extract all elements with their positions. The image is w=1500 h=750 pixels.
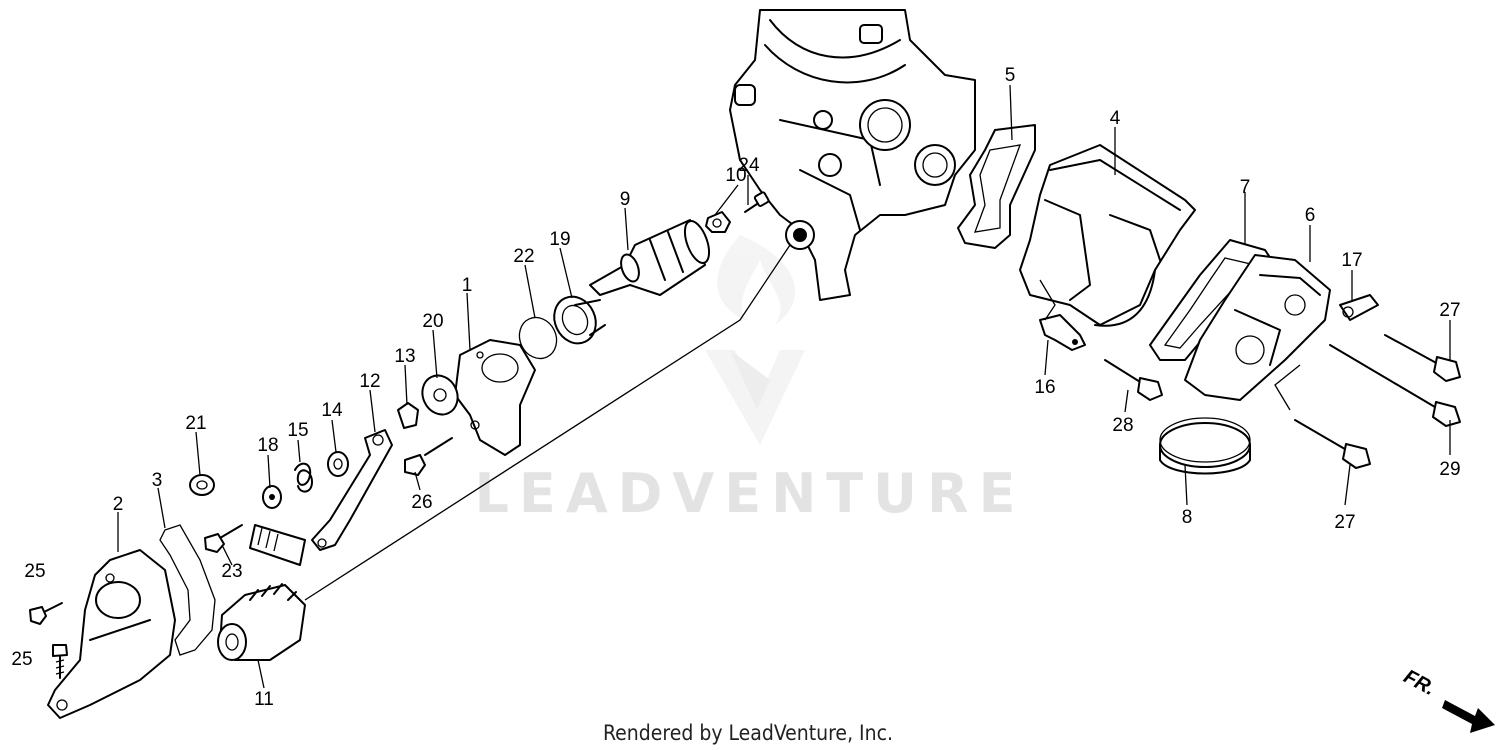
- callout-3: 3: [152, 470, 163, 491]
- callout-26: 26: [411, 492, 432, 513]
- watermark-logo: [705, 235, 805, 445]
- part-25-bolt-lower: [52, 644, 68, 679]
- part-24-bolt: [744, 191, 770, 213]
- callout-17: 17: [1341, 250, 1362, 271]
- bolt-27-upper: [1384, 334, 1461, 382]
- front-direction-arrow-icon: [1442, 700, 1495, 733]
- callout-12: 12: [359, 371, 380, 392]
- part-21-nut: [189, 474, 215, 496]
- part-4-upper-cover: [1019, 144, 1196, 327]
- bolt-28: [1104, 359, 1163, 401]
- footer-credit: Rendered by LeadVenture, Inc.: [603, 721, 893, 745]
- bolt-29: [1329, 344, 1461, 427]
- part-2-cover: [47, 549, 176, 719]
- front-direction-marker: FR.: [1400, 666, 1495, 733]
- callout-numbers: 1 2 3 4 5 6 7 8 9 10 11 12 13 14 15 16 1…: [11, 65, 1460, 710]
- callout-22: 22: [513, 246, 534, 267]
- part-11-gear-shaft: [217, 583, 306, 661]
- part-1-housing: [454, 339, 536, 456]
- callout-27-upper: 27: [1439, 300, 1460, 321]
- leader-line-bracket-16: [1039, 279, 1056, 321]
- callout-18: 18: [257, 435, 278, 456]
- front-direction-label: FR.: [1400, 666, 1439, 701]
- bolt-27-lower: [1294, 419, 1371, 469]
- part-5-gasket: [957, 124, 1036, 249]
- part-25-bolt-upper: [29, 602, 63, 625]
- callout-15: 15: [287, 420, 308, 441]
- part-17-bracket: [1339, 294, 1379, 321]
- callout-leaders: [117, 84, 1451, 689]
- callout-25-upper: 25: [24, 561, 45, 582]
- callout-10: 10: [725, 165, 746, 186]
- callout-8: 8: [1182, 507, 1193, 528]
- callout-28: 28: [1112, 415, 1133, 436]
- callout-29: 29: [1439, 459, 1460, 480]
- callout-20: 20: [422, 311, 443, 332]
- callout-14: 14: [321, 400, 343, 421]
- part-22-snap-ring: [518, 316, 558, 360]
- part-19-bearing: [553, 295, 606, 345]
- callout-7: 7: [1240, 177, 1251, 198]
- callout-16: 16: [1034, 377, 1055, 398]
- part-13-clip: [397, 402, 419, 429]
- callout-13: 13: [394, 346, 415, 367]
- callout-4: 4: [1110, 108, 1121, 129]
- callout-6: 6: [1305, 205, 1316, 226]
- callout-27-lower: 27: [1334, 512, 1355, 533]
- callout-11: 11: [254, 689, 274, 710]
- part-18-washer: [262, 485, 282, 509]
- part-20-bearing: [421, 374, 459, 416]
- callout-1: 1: [462, 275, 473, 296]
- part-6-lower-cover: [1184, 254, 1331, 401]
- callout-25-lower: 25: [11, 649, 32, 670]
- leader-line-shaft: [304, 244, 791, 601]
- part-8-clamp-band: [1159, 417, 1251, 475]
- callout-24: 24: [738, 155, 760, 176]
- callout-21: 21: [185, 413, 206, 434]
- part-9-shaft: [589, 219, 711, 296]
- watermark-text: LEADVENTURE: [475, 462, 1026, 525]
- part-15-spring: [294, 462, 313, 493]
- part-23-bolt: [204, 524, 243, 553]
- callout-23: 23: [221, 561, 242, 582]
- part-12-arm: [311, 429, 393, 551]
- callout-19: 19: [549, 229, 570, 250]
- leader-line-cover: [1274, 364, 1301, 411]
- part-10-nut: [705, 211, 731, 233]
- callout-2: 2: [113, 494, 124, 515]
- shaft-spline: [249, 524, 306, 566]
- part-16-bracket: [1039, 314, 1086, 351]
- part-14-collar: [327, 451, 349, 477]
- part-26-bolt: [404, 437, 453, 476]
- part-3-gasket: [159, 524, 216, 656]
- callout-5: 5: [1005, 65, 1016, 86]
- crankcase-housing: [729, 9, 976, 301]
- callout-9: 9: [620, 189, 631, 210]
